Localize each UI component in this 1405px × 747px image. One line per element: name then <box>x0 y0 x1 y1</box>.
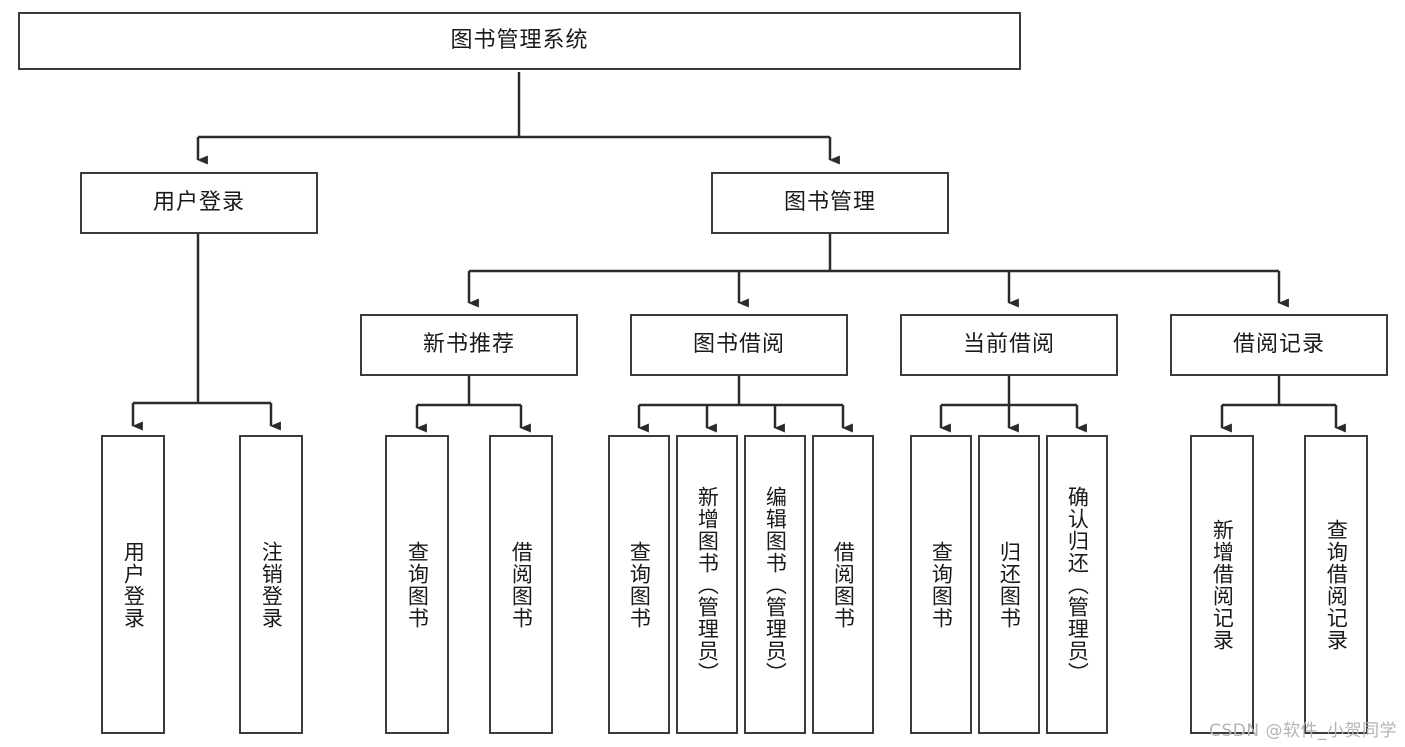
node-label: 借阅图书 <box>831 540 856 629</box>
leaf-book-borrow-add[interactable]: 新增图书（管理员） <box>676 435 738 734</box>
node-borrow-record[interactable]: 借阅记录 <box>1170 314 1388 376</box>
leaf-current-borrow-return[interactable]: 归还图书 <box>978 435 1040 734</box>
node-label: 用户登录 <box>121 540 146 629</box>
leaf-borrow-record-add[interactable]: 新增借阅记录 <box>1190 435 1254 734</box>
node-label: 查询图书 <box>405 540 430 629</box>
node-current-borrow[interactable]: 当前借阅 <box>900 314 1118 376</box>
node-book-borrow[interactable]: 图书借阅 <box>630 314 848 376</box>
node-label: 归还图书 <box>997 540 1022 629</box>
leaf-current-borrow-query[interactable]: 查询图书 <box>910 435 972 734</box>
leaf-book-borrow-borrow[interactable]: 借阅图书 <box>812 435 874 734</box>
node-label: 当前借阅 <box>962 331 1055 357</box>
leaf-user-login-logout[interactable]: 注销登录 <box>239 435 303 734</box>
leaf-current-borrow-confirm-return[interactable]: 确认归还（管理员） <box>1046 435 1108 734</box>
watermark-text: CSDN @软件_小贺同学 <box>1209 721 1397 741</box>
node-label: 新增图书（管理员） <box>695 485 720 684</box>
node-label: 确认归还（管理员） <box>1065 485 1090 684</box>
node-label: 图书借阅 <box>692 331 785 357</box>
node-label: 图书管理 <box>783 189 876 215</box>
node-label: 查询图书 <box>929 540 954 629</box>
leaf-new-book-borrow[interactable]: 借阅图书 <box>489 435 553 734</box>
leaf-borrow-record-query[interactable]: 查询借阅记录 <box>1304 435 1368 734</box>
node-label: 查询图书 <box>627 540 652 629</box>
node-label: 图书管理系统 <box>450 27 589 53</box>
node-label: 注销登录 <box>259 540 284 629</box>
leaf-user-login-login[interactable]: 用户登录 <box>101 435 165 734</box>
node-label: 借阅记录 <box>1232 331 1325 357</box>
node-user-login[interactable]: 用户登录 <box>80 172 318 234</box>
node-root-system[interactable]: 图书管理系统 <box>18 12 1021 70</box>
node-label: 新增借阅记录 <box>1210 518 1235 651</box>
leaf-new-book-query[interactable]: 查询图书 <box>385 435 449 734</box>
node-label: 借阅图书 <box>509 540 534 629</box>
node-label: 新书推荐 <box>422 331 515 357</box>
node-book-management[interactable]: 图书管理 <box>711 172 949 234</box>
node-label: 编辑图书（管理员） <box>763 485 788 684</box>
node-label: 用户登录 <box>152 189 245 215</box>
leaf-book-borrow-query[interactable]: 查询图书 <box>608 435 670 734</box>
leaf-book-borrow-edit[interactable]: 编辑图书（管理员） <box>744 435 806 734</box>
node-label: 查询借阅记录 <box>1324 518 1349 651</box>
node-new-book-recommend[interactable]: 新书推荐 <box>360 314 578 376</box>
